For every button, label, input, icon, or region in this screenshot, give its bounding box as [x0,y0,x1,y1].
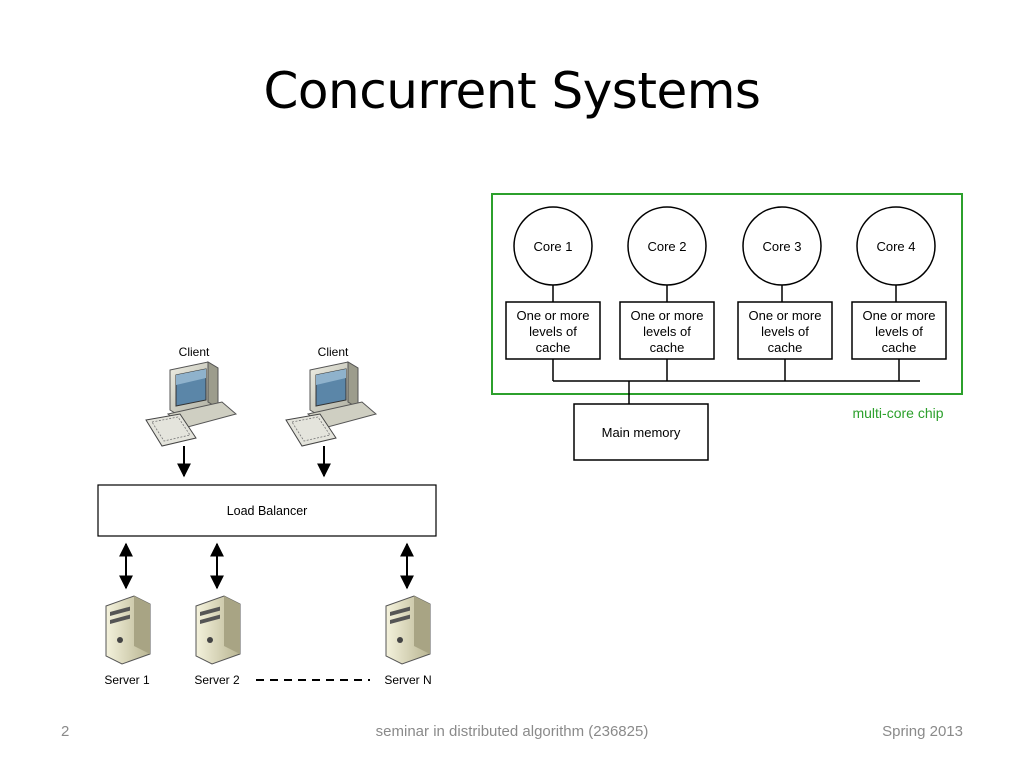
cache-box [851,301,947,360]
core-4: Core 4 One or more levels of cache [851,206,947,381]
cache-label-line: One or more [631,308,704,323]
cache-box [737,301,833,360]
core-label: Core 4 [876,239,915,254]
desktop-computer-icon [145,361,238,447]
cache-label-line: levels of [875,324,923,339]
load-balancer-diagram: Client Client [97,345,437,687]
core-label: Core 2 [647,239,686,254]
cache-label-line: cache [882,340,917,355]
client-label: Client [318,345,349,359]
slide-number: 2 [61,723,70,740]
client-label: Client [179,345,210,359]
slide-title: Concurrent Systems [263,62,761,120]
core-3: Core 3 One or more levels of cache [737,206,833,381]
multicore-chip-label: multi-core chip [852,405,943,421]
desktop-computer-icon [285,361,378,447]
cache-label-line: levels of [529,324,577,339]
cache-label-line: levels of [643,324,691,339]
server-label: Server 1 [104,673,150,687]
cache-label-line: One or more [749,308,822,323]
server-tower-icon [195,595,241,665]
cache-label-line: One or more [863,308,936,323]
client-1: Client [145,345,238,447]
multicore-diagram: Core 1 One or more levels of cache Core … [491,193,963,461]
server-label: Server N [384,673,431,687]
core-2: Core 2 One or more levels of cache [619,206,715,381]
server-tower-icon [385,595,431,665]
multicore-chip-boundary [491,193,963,395]
server-1: Server 1 [104,595,151,687]
cache-label-line: cache [768,340,803,355]
cache-label-line: One or more [517,308,590,323]
core-label: Core 3 [762,239,801,254]
server-2: Server 2 [194,595,241,687]
client-2: Client [285,345,378,447]
server-n: Server N [384,595,432,687]
cache-label-line: levels of [761,324,809,339]
cache-label-line: cache [650,340,685,355]
load-balancer-label: Load Balancer [227,504,308,518]
core-label: Core 1 [533,239,572,254]
footer-term: Spring 2013 [882,723,963,740]
core-1: Core 1 One or more levels of cache [505,206,601,381]
main-memory-label: Main memory [602,425,681,440]
cache-label-line: cache [536,340,571,355]
load-balancer-box [97,484,437,537]
footer-course-title: seminar in distributed algorithm (236825… [375,723,649,740]
server-label: Server 2 [194,673,240,687]
server-tower-icon [105,595,151,665]
main-memory-box [573,403,709,461]
